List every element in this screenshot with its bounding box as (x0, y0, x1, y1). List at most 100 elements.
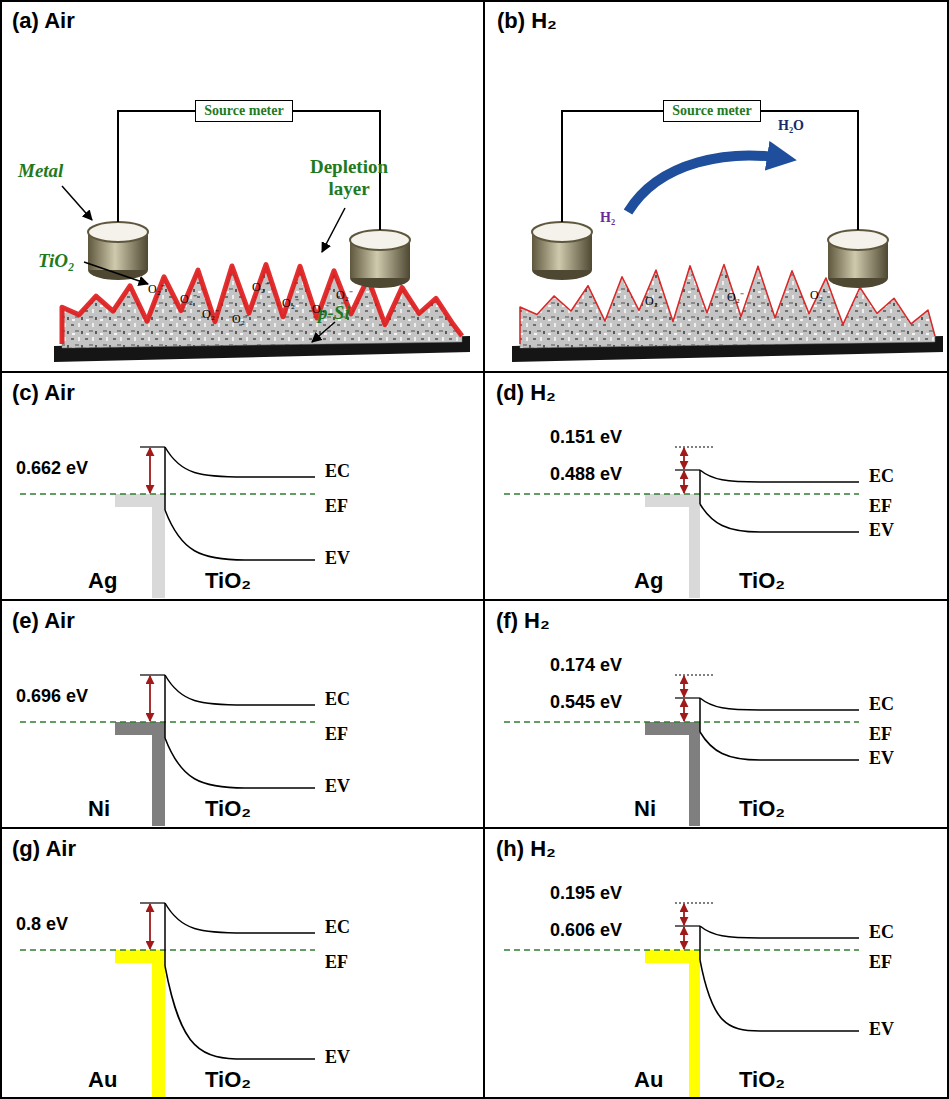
barrier-value: 0.8 eV (16, 914, 68, 935)
instrument-box: Source meter (663, 100, 760, 122)
material-label: TiO₂ (739, 796, 785, 822)
barrier-arrow (683, 699, 685, 721)
metal-band (152, 494, 165, 598)
panel-label: (a) Air (12, 8, 75, 34)
band-label: EC (325, 917, 350, 938)
instrument-label: Source meter (204, 103, 283, 119)
barrier-arrow (683, 927, 685, 949)
band-label: EC (325, 689, 350, 710)
gas-label: H₂O (778, 118, 804, 134)
band-label: EV (325, 1047, 350, 1068)
fermi-level (504, 493, 859, 495)
film-stack (512, 264, 943, 362)
ion-label: O₂⁻ (336, 286, 353, 303)
fermi-level (504, 721, 859, 723)
gas-label: H₂ (600, 210, 615, 226)
material-label: TiO₂ (739, 568, 785, 594)
panel-label: (h) H₂ (496, 836, 556, 862)
band-label: EV (869, 748, 894, 769)
conduction-band (165, 447, 315, 477)
barrier-tick (675, 469, 700, 470)
barrier-arrow (683, 676, 685, 697)
leader-arrow (312, 322, 335, 342)
metal-band (689, 494, 700, 598)
panel-label: (b) H₂ (497, 8, 557, 34)
wire (118, 111, 195, 222)
interface-line (699, 926, 701, 960)
band-label: EV (869, 1019, 894, 1040)
barrier-arrow (683, 471, 685, 493)
ion-label: O₂⁻ (810, 286, 827, 303)
interface-line (164, 675, 166, 738)
band-label: EC (325, 461, 350, 482)
metal-label: Ag (88, 568, 117, 594)
barrier-arrow (683, 904, 685, 925)
band-label: EC (869, 466, 894, 487)
barrier-arrow (683, 448, 685, 469)
metal-electrode (88, 222, 148, 280)
material-label: TiO₂ (205, 568, 251, 594)
material-label: TiO₂ (739, 1067, 785, 1093)
band-label: EF (869, 496, 892, 517)
conduction-band (700, 926, 859, 938)
interface-line (164, 447, 166, 510)
fermi-level (504, 949, 859, 951)
valence-band (700, 960, 859, 1031)
original-barrier (675, 447, 715, 448)
band-label: EF (869, 724, 892, 745)
barrier-tick (140, 446, 165, 447)
metal-electrode (828, 230, 888, 288)
band-label: EF (325, 724, 348, 745)
band-label: EV (869, 520, 894, 541)
barrier-tick (140, 674, 165, 675)
metal-band (152, 950, 165, 1097)
metal-label: Ni (634, 796, 656, 822)
conduction-band (165, 903, 315, 933)
valence-band (700, 504, 859, 532)
panel-label: (e) Air (12, 608, 75, 634)
part-label: Metal (18, 160, 63, 182)
barrier-tick (675, 925, 700, 926)
ion-label: O₂⁻ (727, 288, 744, 305)
original-barrier (675, 903, 715, 904)
barrier-value: 0.195 eV (550, 883, 622, 904)
material-label: TiO₂ (205, 1067, 251, 1093)
valence-band (165, 738, 315, 788)
material-label: TiO₂ (205, 796, 251, 822)
barrier-value: 0.696 eV (16, 686, 88, 707)
barrier-arrow (149, 448, 151, 493)
metal-label: Ni (88, 796, 110, 822)
panel-label: (d) H₂ (496, 380, 556, 406)
barrier-value: 0.488 eV (550, 464, 622, 485)
metal-electrode (350, 230, 410, 288)
panel-label: (c) Air (12, 380, 75, 406)
band-label: EV (325, 548, 350, 569)
instrument-box: Source meter (195, 100, 292, 122)
band-label: EF (325, 952, 348, 973)
panel-label: (g) Air (12, 836, 76, 862)
metal-label: Au (634, 1067, 663, 1093)
barrier-arrow (149, 904, 151, 949)
band-label: EF (869, 952, 892, 973)
barrier-arrow (149, 676, 151, 721)
part-label: Depletion layer (293, 156, 405, 200)
barrier-tick (140, 902, 165, 903)
metal-band (689, 722, 700, 826)
band-label: EC (869, 694, 894, 715)
conduction-band (700, 470, 859, 482)
band-diagram (504, 447, 859, 598)
part-label: TiO₂ (38, 250, 75, 272)
barrier-value: 0.606 eV (550, 920, 622, 941)
reaction-arrow (628, 156, 782, 212)
band-diagram (504, 903, 859, 1097)
ion-label: O₂⁻ (645, 292, 662, 309)
conduction-band (165, 675, 315, 705)
ion-label: O₂⁻ (148, 280, 165, 297)
ion-label: O₂⁻ (312, 300, 329, 317)
valence-band (165, 966, 315, 1059)
fermi-level (20, 493, 315, 495)
interface-line (699, 470, 701, 504)
band-label: EF (325, 496, 348, 517)
band-diagram (504, 675, 859, 826)
metal-band (689, 950, 700, 1097)
